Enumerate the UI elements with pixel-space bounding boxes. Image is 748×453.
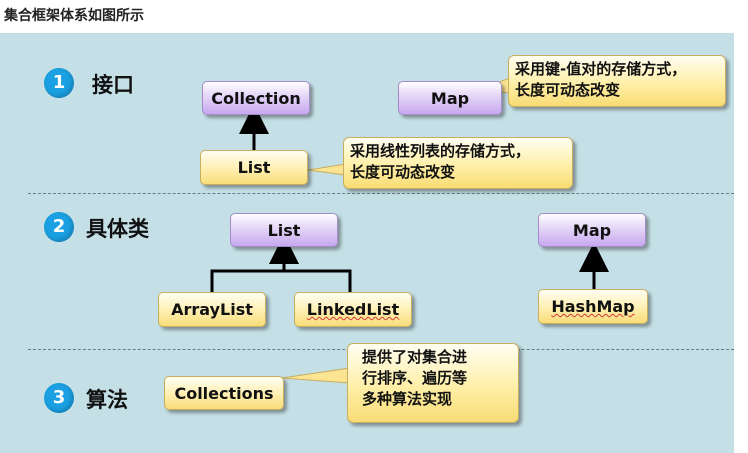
linkedlist-label: LinkedList — [306, 300, 400, 319]
connector-lines — [210, 77, 609, 384]
section-divider-1 — [28, 193, 734, 194]
list-storage-callout: 采用线性列表的存储方式， 长度可动态改变 — [343, 137, 573, 189]
map-class-box: Map — [538, 213, 646, 247]
hashmap-label: HashMap — [551, 297, 635, 316]
section-label-algorithms: 算法 — [86, 388, 128, 412]
callout-pointer-list — [307, 163, 347, 176]
arrow-implementations-to-list — [210, 255, 352, 292]
hashmap-box: HashMap — [538, 289, 648, 324]
map-callout-line-2: 长度可动态改变 — [515, 81, 621, 99]
collections-callout-line-3: 多种算法实现 — [362, 390, 453, 408]
collections-callout-line-2: 行排序、遍历等 — [362, 369, 468, 387]
diagram-panel: 1 接口 2 具体类 3 算法 Collection Map List 采用键-… — [0, 33, 734, 453]
linkedlist-box: LinkedList — [294, 292, 412, 327]
collections-callout-line-1: 提供了对集合进 — [362, 348, 468, 366]
list-class-box: List — [230, 213, 338, 247]
list-interface-box: List — [200, 150, 308, 185]
callout-pointer-collections — [281, 367, 351, 384]
map-interface-box: Map — [398, 81, 502, 115]
collections-algorithm-callout: 提供了对集合进 行排序、遍历等 多种算法实现 — [347, 343, 519, 423]
section-number-2: 2 — [44, 212, 74, 242]
arraylist-box: ArrayList — [158, 292, 266, 327]
section-label-interfaces: 接口 — [92, 73, 134, 97]
collection-interface-box: Collection — [202, 81, 310, 115]
page-title: 集合框架体系如图所示 — [4, 8, 144, 24]
map-storage-callout: 采用键-值对的存储方式， 长度可动态改变 — [508, 55, 726, 107]
list-callout-line-1: 采用线性列表的存储方式， — [350, 142, 531, 160]
map-callout-line-1: 采用键-值对的存储方式， — [515, 60, 687, 78]
collections-box: Collections — [164, 376, 284, 410]
section-number-3: 3 — [44, 383, 74, 413]
section-number-1: 1 — [44, 68, 74, 98]
section-label-classes: 具体类 — [86, 217, 149, 241]
list-callout-line-2: 长度可动态改变 — [350, 163, 456, 181]
